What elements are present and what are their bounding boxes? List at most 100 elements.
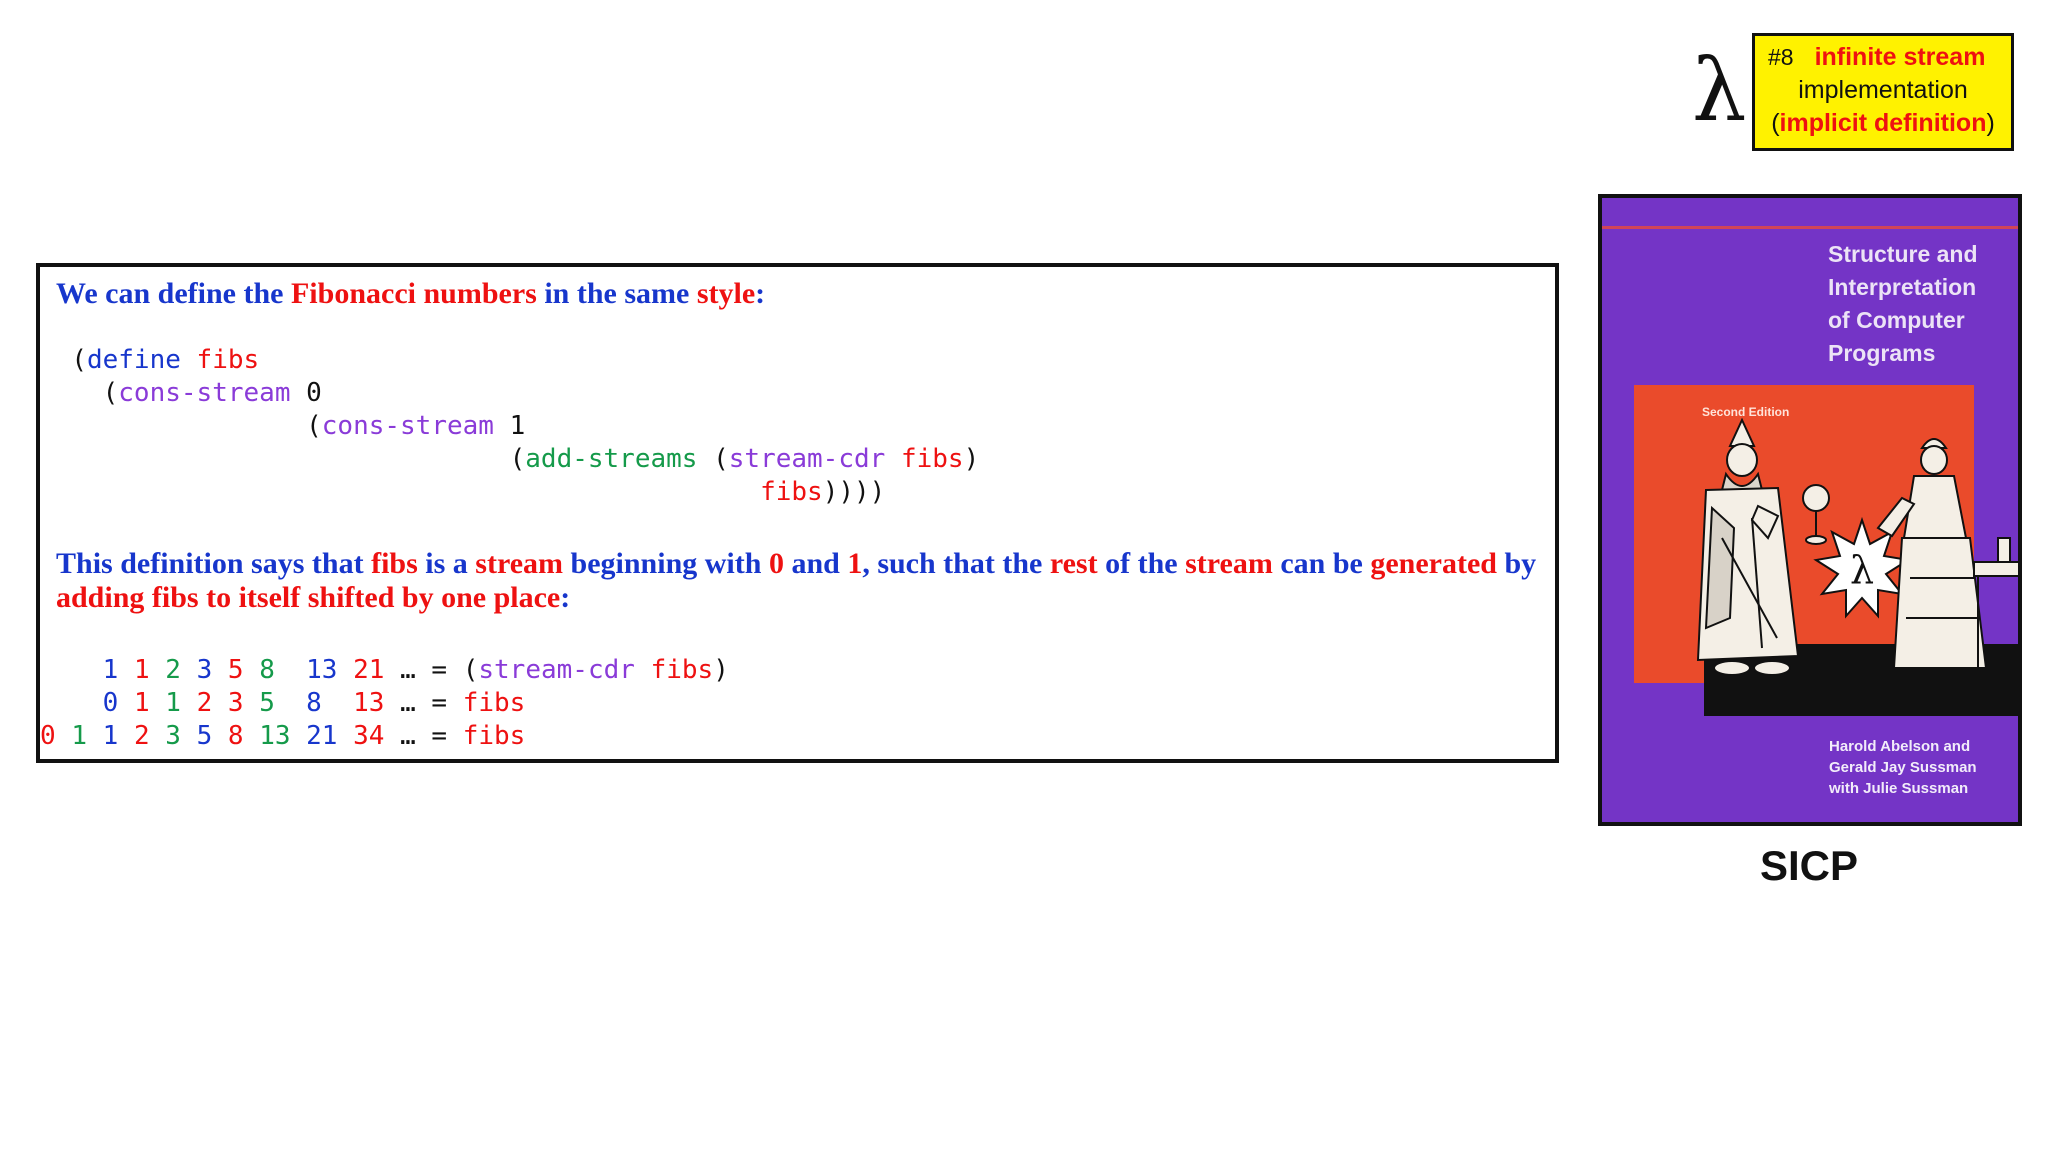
code-token: 0	[306, 378, 322, 408]
badge-number: #8	[1768, 44, 1794, 70]
fib-number: 1	[102, 655, 119, 685]
expl-part: :	[560, 581, 571, 614]
code-keyword: cons-stream	[118, 378, 291, 408]
fib-number: 5	[196, 721, 213, 751]
fib-row-2: 0 1 1 2 3 5 8 13 … = fibs	[40, 687, 526, 720]
fib-number: 3	[165, 721, 181, 751]
intro-part: in the same	[536, 277, 697, 310]
code-line: (cons-stream 0	[40, 377, 322, 410]
topic-badge: #8 infinite stream implementation (impli…	[1752, 33, 2014, 151]
fib-number: 2	[133, 721, 150, 751]
fib-number: 2	[196, 688, 213, 718]
badge-paren-close: )	[1986, 109, 1995, 137]
fib-row-1: 1 1 2 3 5 8 13 21 … = (stream-cdr fibs)	[40, 654, 729, 687]
code-line: fibs))))	[40, 476, 885, 509]
fib-number: 1	[133, 655, 150, 685]
fib-number: 34	[353, 721, 385, 751]
fib-number: 1	[165, 688, 181, 718]
fib-ellipsis: …	[400, 721, 416, 751]
code-identifier: fibs	[650, 655, 714, 685]
code-token: )	[963, 444, 980, 474]
badge-line1: infinite stream	[1814, 43, 1986, 71]
fib-ellipsis: …	[400, 688, 416, 718]
code-token: (	[462, 655, 479, 685]
expl-part: can be	[1272, 547, 1371, 580]
badge-paren-open: (	[1771, 109, 1780, 137]
code-identifier: fibs	[462, 721, 526, 751]
expl-highlight: 1	[847, 547, 863, 580]
intro-text: We can define the Fibonacci numbers in t…	[56, 277, 765, 311]
code-keyword: stream-cdr	[728, 444, 886, 474]
intro-highlight: Fibonacci numbers	[290, 277, 537, 310]
intro-part: :	[755, 277, 766, 310]
cover-rule	[1602, 226, 2018, 229]
fib-number: 8	[259, 655, 275, 685]
expl-part: and	[783, 547, 848, 580]
expl-highlight: 0	[768, 547, 784, 580]
expl-highlight: rest	[1049, 547, 1098, 580]
code-keyword: cons-stream	[321, 411, 494, 441]
badge-line3: implicit definition	[1779, 109, 1987, 137]
explanation-text: This definition says that fibs is a stre…	[56, 547, 1546, 615]
sicp-book-cover: Structure and Interpretation of Computer…	[1598, 194, 2022, 826]
expl-highlight: generated	[1370, 547, 1497, 580]
expl-part: of the	[1097, 547, 1186, 580]
fib-number: 5	[227, 655, 244, 685]
code-keyword: stream-cdr	[478, 655, 635, 685]
fib-number: 21	[353, 655, 385, 685]
code-keyword: add-streams	[525, 444, 698, 474]
lambda-symbol: λ	[1692, 41, 1747, 141]
expl-highlight: stream	[1185, 547, 1273, 580]
fib-number: 3	[196, 655, 213, 685]
code-identifier: fibs	[196, 345, 260, 375]
intro-highlight: style	[696, 277, 756, 310]
book-authors: Harold Abelson and Gerald Jay Sussman wi…	[1829, 738, 1977, 797]
code-token: (	[71, 345, 87, 375]
fib-number: 21	[306, 721, 338, 751]
expl-part: is a	[417, 547, 476, 580]
code-line: (cons-stream 1	[40, 410, 525, 443]
fib-number: 5	[259, 688, 275, 718]
wizards-illustration: λ	[1696, 417, 2018, 676]
code-identifier: fibs	[900, 444, 964, 474]
code-token: 1	[509, 411, 526, 441]
fib-equals: =	[431, 688, 448, 718]
fib-number: 2	[165, 655, 181, 685]
fib-number: 3	[227, 688, 244, 718]
right-wizard-figure	[1876, 438, 1988, 669]
goblet-icon	[1802, 484, 1830, 545]
code-token: (	[509, 444, 526, 474]
expl-highlight: adding fibs to itself shifted by one pla…	[56, 581, 561, 614]
fib-equals: =	[431, 721, 448, 751]
fib-number: 1	[71, 721, 87, 751]
fib-number: 13	[259, 721, 291, 751]
fib-equals: =	[431, 655, 448, 685]
cover-lambda: λ	[1850, 548, 1874, 592]
side-table	[1973, 537, 2018, 668]
fib-number: 1	[102, 721, 119, 751]
fib-number: 1	[133, 688, 150, 718]
code-token: ))))	[822, 477, 886, 507]
book-title: Structure and Interpretation of Computer…	[1828, 241, 1978, 366]
fib-row-3: 0 1 1 2 3 5 8 13 21 34 … = fibs	[40, 720, 525, 753]
fib-number: 13	[353, 688, 385, 718]
expl-part: , such that the	[862, 547, 1050, 580]
expl-part: by	[1496, 547, 1537, 580]
fib-number: 8	[306, 688, 322, 718]
code-token: (	[102, 378, 119, 408]
fib-number: 13	[306, 655, 338, 685]
fib-number: 8	[227, 721, 244, 751]
expl-highlight: fibs	[371, 547, 418, 580]
content-panel: We can define the Fibonacci numbers in t…	[36, 263, 1559, 763]
expl-highlight: stream	[475, 547, 564, 580]
code-token: (	[306, 411, 322, 441]
book-edition: Second Edition	[1702, 405, 1790, 419]
code-token: (	[713, 444, 729, 474]
code-keyword: define	[86, 345, 181, 375]
expl-part: beginning with	[563, 547, 769, 580]
fib-ellipsis: …	[400, 655, 416, 685]
starburst-lambda-emblem: λ	[1813, 516, 1911, 619]
code-line: (add-streams (stream-cdr fibs)	[40, 443, 980, 476]
code-token: )	[713, 655, 729, 685]
code-identifier: fibs	[760, 477, 823, 507]
